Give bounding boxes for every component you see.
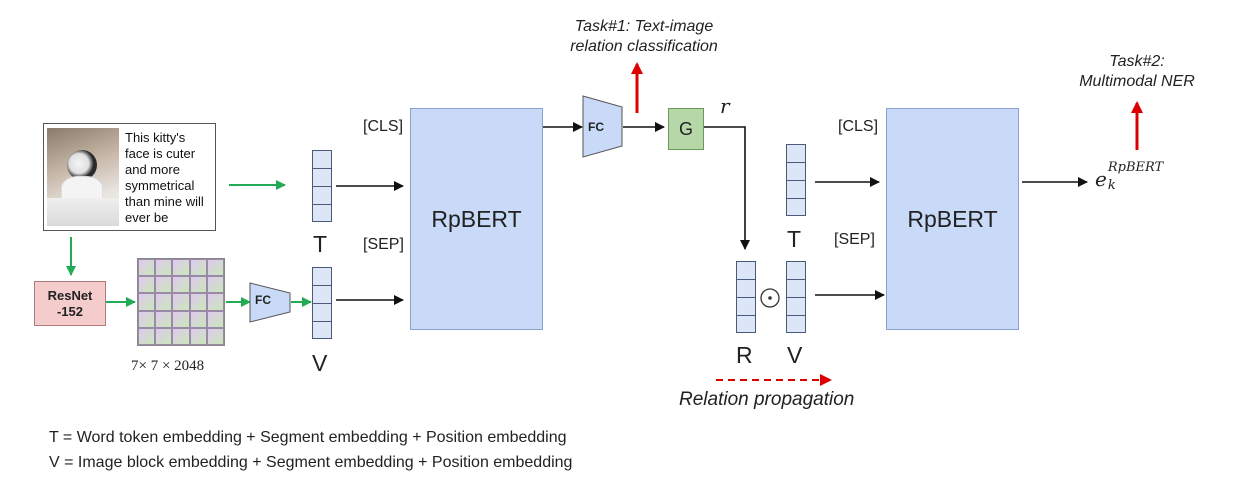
- output-sub: k: [1107, 178, 1116, 193]
- task1-line1: Task#1: Text-image: [574, 18, 714, 35]
- v-vector-2: [786, 261, 806, 333]
- task2-line1: Task#2:: [1109, 53, 1165, 70]
- legend-t: T = Word token embedding + Segment embed…: [49, 429, 567, 446]
- feature-dims-label: 7× 7 × 2048: [131, 358, 205, 374]
- r-vector: [736, 261, 756, 333]
- resnet-box: ResNet -152: [34, 281, 106, 326]
- rpbert-label-1: RpBERT: [431, 205, 522, 232]
- output-base: e: [1095, 167, 1107, 191]
- resnet-line2: -152: [56, 303, 83, 319]
- v-label-1: V: [312, 350, 328, 376]
- fc-label-visual: FC: [255, 293, 271, 307]
- image-feature-grid: [137, 258, 225, 346]
- cls-label-1: [CLS]: [363, 118, 404, 135]
- t-label-1: T: [313, 231, 328, 257]
- legend-v: V = Image block embedding + Segment embe…: [49, 454, 573, 471]
- input-caption: This kitty's face is cuter and more symm…: [125, 130, 204, 226]
- caption-line: face is cuter: [125, 146, 196, 161]
- task1-line2: relation classification: [570, 38, 718, 55]
- g-to-r-arrow: [704, 126, 750, 250]
- t-vector: [312, 150, 332, 222]
- caption-line: than mine will: [125, 194, 204, 209]
- caption-line: This kitty's: [125, 130, 186, 145]
- cat-head: [67, 150, 97, 180]
- blanket: [47, 198, 119, 226]
- task2-label: Task#2: Multimodal NER: [1064, 52, 1210, 92]
- cls-label-2: [CLS]: [838, 118, 879, 135]
- input-sample: This kitty's face is cuter and more symm…: [43, 123, 216, 231]
- task2-line2: Multimodal NER: [1079, 73, 1195, 90]
- gate-box: G: [668, 108, 704, 150]
- fc-label-relation: FC: [588, 120, 604, 134]
- r-label: r: [720, 94, 730, 118]
- elementwise-product-dot: [768, 296, 772, 300]
- caption-line: symmetrical: [125, 178, 195, 193]
- caption-line: ever be: [125, 210, 169, 225]
- caption-line: and more: [125, 162, 180, 177]
- rpbert-block-2: RpBERT: [886, 108, 1019, 330]
- t-label-2: T: [787, 226, 802, 252]
- v-label-2: V: [787, 342, 803, 368]
- fc-block-relation: [582, 95, 623, 158]
- gate-label: G: [678, 118, 693, 139]
- relation-propagation-label: Relation propagation: [679, 389, 855, 410]
- rpbert-label-2: RpBERT: [907, 205, 998, 232]
- fc-block-visual: [249, 282, 291, 323]
- task1-label: Task#1: Text-image relation classificati…: [552, 17, 736, 57]
- rpbert-block-1: RpBERT: [410, 108, 543, 330]
- sep-label-1: [SEP]: [363, 236, 404, 253]
- output-sup: RpBERT: [1107, 160, 1164, 175]
- v-vector: [312, 267, 332, 339]
- cat-photo: [47, 128, 119, 226]
- sep-label-2: [SEP]: [834, 231, 875, 248]
- resnet-line1: ResNet: [47, 287, 93, 303]
- r-vec-label: R: [736, 342, 753, 368]
- t-vector-2: [786, 144, 806, 216]
